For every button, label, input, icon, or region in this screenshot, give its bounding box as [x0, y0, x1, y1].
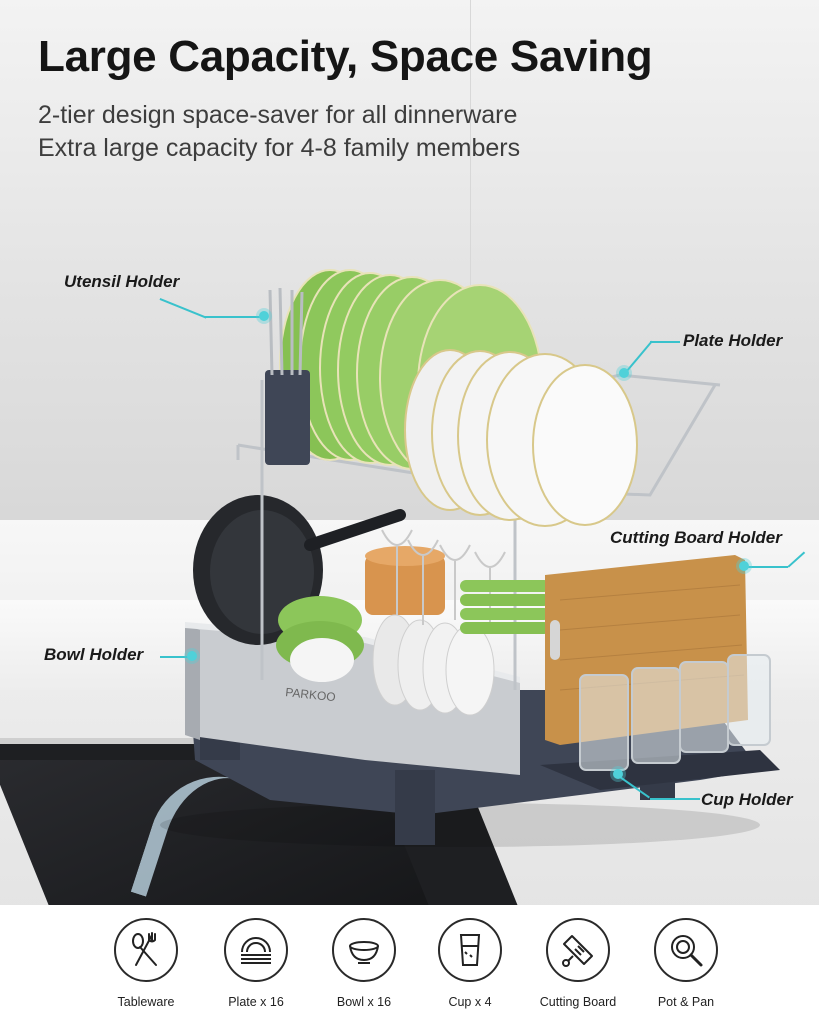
feature-icon-row: Tableware Plate x 16 [0, 918, 819, 1024]
white-cup-lower [290, 638, 354, 682]
tableware-icon [132, 932, 157, 966]
feature-label-cups: Cup x 4 [448, 995, 492, 1009]
marker-cutting-board-holder [739, 561, 749, 571]
leader-bowl-holder [160, 656, 190, 658]
feature-cups: Cup x 4 [410, 918, 530, 1009]
marker-cup-holder [613, 769, 623, 779]
base-foot-right [395, 770, 435, 845]
pot-pan-icon [671, 935, 703, 967]
callout-plate-holder: Plate Holder [683, 331, 783, 350]
subtitle-line-2: Extra large capacity for 4-8 family memb… [38, 134, 521, 162]
leader-utensil-holder-2 [205, 316, 263, 318]
cup-icon [459, 934, 481, 966]
copper-pot [365, 555, 445, 615]
lower-basket-side [185, 625, 200, 740]
marker-utensil-holder [259, 311, 269, 321]
feature-label-plates: Plate x 16 [228, 995, 284, 1009]
feature-bowls: Bowl x 16 [304, 918, 424, 1009]
small-green-plates [460, 580, 550, 634]
leader-cutting-board [748, 566, 788, 568]
rack-brand-logo: PARKOO [285, 685, 337, 704]
wall-tile-seam [470, 0, 471, 520]
utensil-cup [265, 370, 310, 465]
subtitle-line-1: 2-tier design space-saver for all dinner… [38, 101, 518, 129]
white-plate-stack [404, 349, 638, 527]
cutting-board-hole [550, 620, 560, 660]
headline: Large Capacity, Space Saving [38, 32, 653, 81]
white-bowl-stack [372, 614, 495, 716]
callout-cup-holder: Cup Holder [701, 790, 793, 809]
feature-label-tableware: Tableware [117, 995, 175, 1009]
feature-label-bowls: Bowl x 16 [336, 995, 392, 1009]
callout-cutting-board-holder: Cutting Board Holder [610, 528, 782, 547]
feature-tableware: Tableware [86, 918, 206, 1009]
utensils [268, 287, 304, 376]
cup-tray [540, 750, 780, 790]
leader-plate-holder [650, 341, 680, 343]
feature-plates: Plate x 16 [196, 918, 316, 1009]
frying-pan-handle [304, 509, 406, 551]
wine-glasses [381, 529, 506, 627]
feature-pot-pan: Pot & Pan [626, 918, 746, 1009]
bowl-icon [349, 941, 379, 964]
plate-stack-icon [241, 937, 271, 964]
marker-plate-holder [619, 368, 629, 378]
feature-label-pot-pan: Pot & Pan [657, 995, 715, 1009]
drinking-glasses [579, 654, 771, 771]
cutting-board-icon [562, 935, 593, 967]
marker-bowl-holder [187, 651, 197, 661]
leader-cup-holder-2 [650, 798, 700, 800]
callout-bowl-holder: Bowl Holder [44, 645, 144, 664]
rack-shadow [160, 803, 760, 847]
copper-pot-rim [365, 546, 445, 566]
callout-utensil-holder: Utensil Holder [64, 272, 180, 291]
feature-label-cutting-board: Cutting Board [539, 995, 617, 1009]
feature-cutting-board: Cutting Board [518, 918, 638, 1009]
